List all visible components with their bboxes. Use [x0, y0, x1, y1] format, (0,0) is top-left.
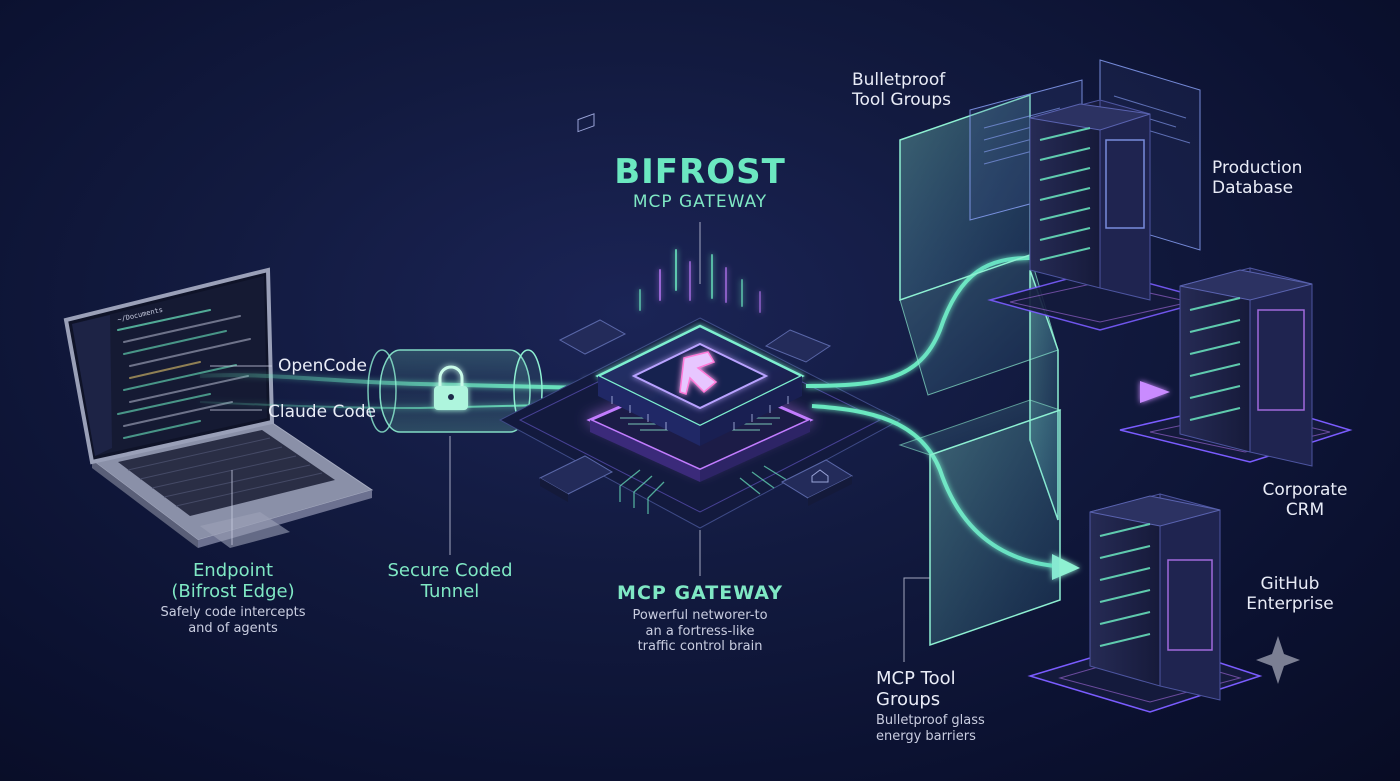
bifrost-logo-icon — [679, 351, 718, 395]
side-chip-right-bottom — [780, 459, 854, 506]
tool-groups-leader — [903, 577, 930, 662]
server-label-line2: Database — [1212, 178, 1294, 199]
gateway-desc-line1: Powerful networer-to — [632, 608, 768, 624]
tool-groups-bottom-title-line2: Groups — [876, 689, 941, 711]
server-label-line1: GitHub — [1260, 574, 1320, 594]
tool-groups-bottom-title-line1: MCP Tool — [876, 668, 956, 689]
server-label-line1: Production — [1212, 158, 1303, 178]
tool-groups-top-line2: Tool Groups — [852, 90, 952, 111]
endpoint-title-line2: (Bifrost Edge) — [171, 581, 295, 603]
opencode-label: OpenCode — [278, 356, 367, 376]
tool-groups-top-line1: Bulletproof — [852, 70, 946, 90]
sparkle-icon — [1256, 636, 1300, 684]
server-label-line1: Corporate — [1262, 480, 1348, 500]
gateway-label: MCP GATEWAY Powerful networer-to an a fo… — [590, 582, 810, 654]
server-label-corporate-crm: Corporate CRM — [1250, 480, 1360, 520]
tool-groups-top-label: Bulletproof Tool Groups — [852, 70, 951, 110]
side-chip-left-top — [558, 113, 627, 355]
tool-groups-bottom-desc-line1: Bulletproof glass — [876, 713, 985, 729]
side-chip-left-bottom — [538, 455, 614, 502]
claude-code-label: Claude Code — [268, 402, 376, 422]
laptop-label-leaders — [210, 365, 272, 545]
gateway-platform — [498, 113, 902, 576]
endpoint-title-line1: Endpoint — [192, 560, 274, 581]
tunnel-label-line2: Tunnel — [420, 581, 480, 603]
server-production-database — [987, 99, 1213, 331]
lock-icon — [434, 365, 468, 410]
tunnel-label: Secure Coded Tunnel — [370, 560, 530, 602]
signal-bars — [639, 249, 761, 313]
tunnel-label-line1: Secure Coded — [387, 560, 513, 581]
tool-groups-bottom-label: MCP Tool Groups Bulletproof glass energy… — [876, 668, 985, 744]
laptop: ~/Documents — [63, 267, 374, 548]
tool-groups-bottom-desc-line2: energy barriers — [876, 728, 976, 744]
secure-tunnel — [367, 349, 543, 555]
gateway-desc-line2: an a fortress-like — [645, 623, 755, 639]
page-subtitle: MCP GATEWAY — [632, 192, 768, 212]
endpoint-label: Endpoint (Bifrost Edge) Safely code inte… — [128, 560, 338, 636]
gateway-desc-line3: traffic control brain — [637, 639, 763, 655]
server-label-production-database: Production Database — [1212, 158, 1302, 198]
server-corporate-crm — [1119, 267, 1353, 467]
side-chip-right-top — [764, 329, 832, 363]
server-github-enterprise — [1027, 493, 1263, 713]
endpoint-desc-line1: Safely code intercepts — [160, 605, 306, 621]
gateway-title: MCP GATEWAY — [617, 582, 783, 604]
endpoint-desc-line2: and of agents — [188, 620, 278, 636]
server-label-line2: CRM — [1285, 500, 1325, 521]
server-label-line2: Enterprise — [1246, 594, 1334, 615]
code-lines — [117, 309, 251, 439]
page-title: BIFROST — [614, 152, 786, 192]
server-label-github-enterprise: GitHub Enterprise — [1228, 574, 1352, 614]
